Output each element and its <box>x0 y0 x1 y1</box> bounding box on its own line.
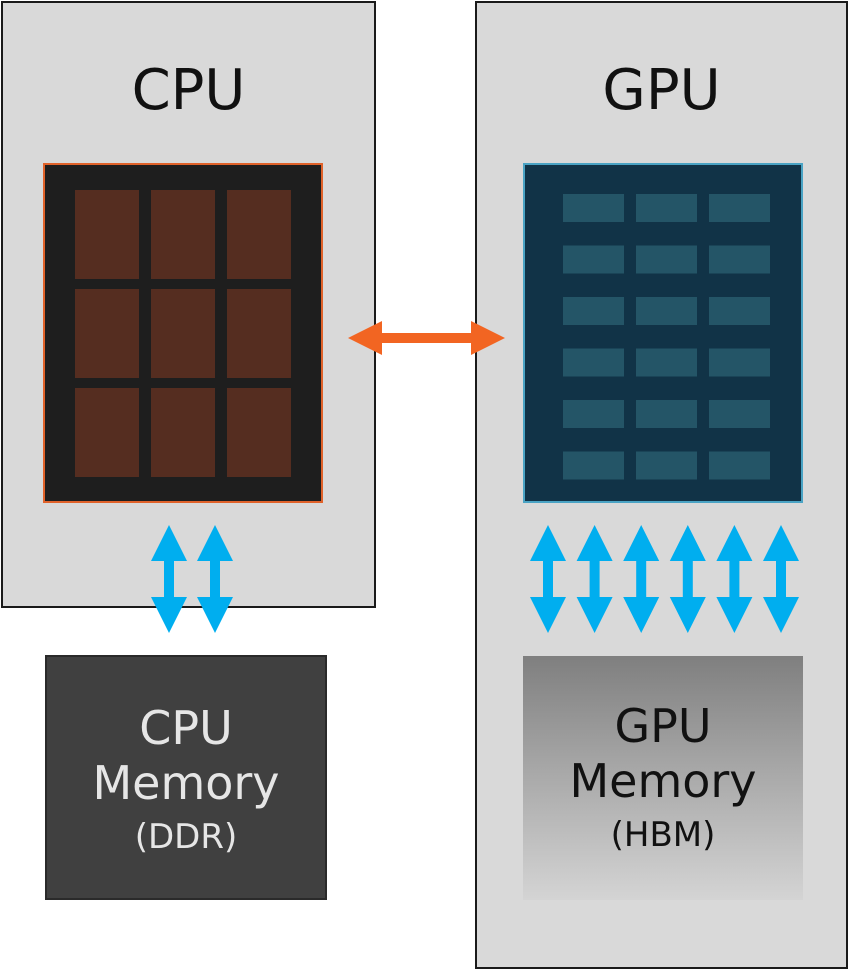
cpu-memory-label-type: (DDR) <box>134 817 238 857</box>
gpu-memory-box: GPU Memory (HBM) <box>523 656 803 900</box>
gpu-memory-label-line2: Memory <box>569 754 757 808</box>
gpu-memory-label-type: (HBM) <box>610 815 716 855</box>
cpu-title: CPU <box>131 58 246 123</box>
cpu-memory-label-line2: Memory <box>92 756 280 810</box>
cpu-panel: CPU <box>1 1 376 608</box>
gpu-memory-label-line1: GPU <box>614 699 712 753</box>
gpu-title: GPU <box>602 58 721 123</box>
cpu-memory-label-line1: CPU <box>139 701 233 755</box>
cpu-memory-box: CPU Memory (DDR) <box>45 655 327 900</box>
